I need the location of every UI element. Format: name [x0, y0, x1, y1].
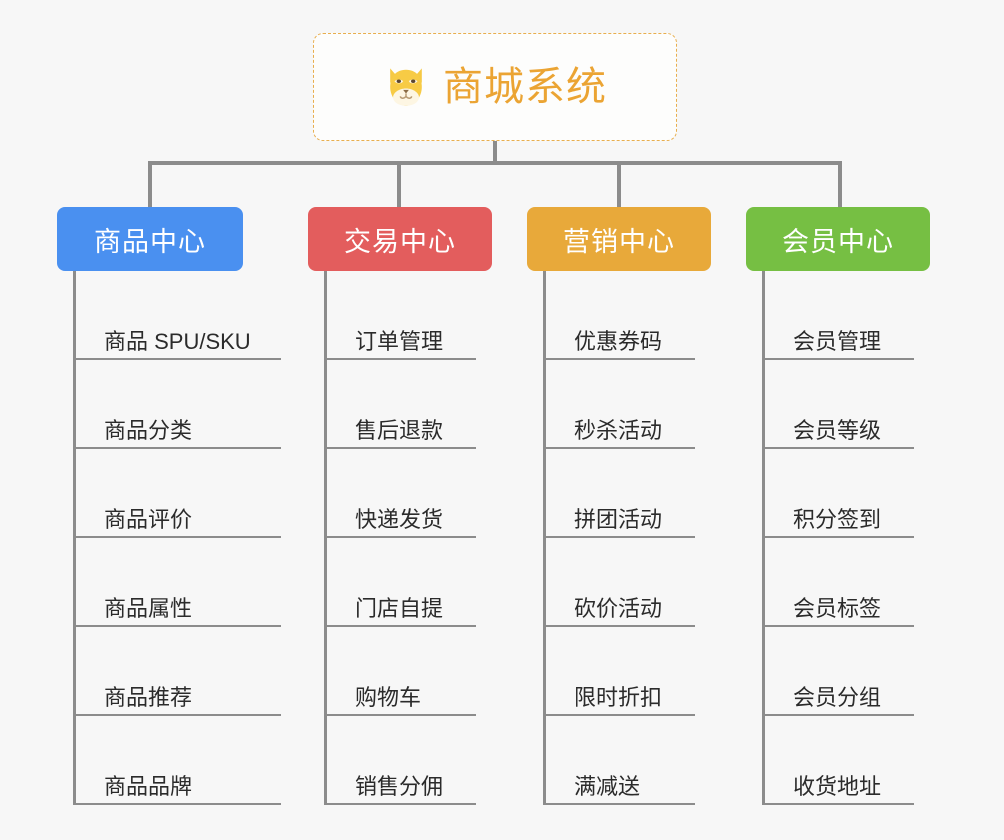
leaf-item[interactable]: 售后退款: [324, 360, 476, 449]
leaf-item-label: 商品属性: [104, 595, 193, 621]
leaf-item[interactable]: 会员等级: [762, 360, 914, 449]
leaf-item-label: 拼团活动: [574, 506, 663, 532]
category-box-trade-center[interactable]: 交易中心: [308, 207, 492, 271]
leaf-item[interactable]: 购物车: [324, 627, 476, 716]
leaf-item-label: 订单管理: [355, 328, 444, 354]
connector-horizontal-bar: [148, 161, 842, 165]
category-box-marketing-center[interactable]: 营销中心: [527, 207, 711, 271]
column-trade-center: 交易中心订单管理售后退款快递发货门店自提购物车销售分佣: [308, 207, 492, 805]
leaf-item[interactable]: 限时折扣: [543, 627, 695, 716]
leaf-item-label: 商品 SPU/SKU: [104, 328, 251, 354]
category-box-product-center[interactable]: 商品中心: [57, 207, 243, 271]
leaf-item[interactable]: 会员管理: [762, 271, 914, 360]
leaf-item-label: 满减送: [574, 773, 641, 799]
root-title: 商城系统: [443, 65, 607, 109]
leaf-item[interactable]: 秒杀活动: [543, 360, 695, 449]
leaf-item-label: 积分签到: [793, 506, 882, 532]
shiba-dog-icon: [390, 68, 422, 106]
leaf-item-label: 限时折扣: [574, 684, 663, 710]
category-label: 会员中心: [782, 226, 894, 257]
leaf-list: 商品 SPU/SKU 商品分类商品评价商品属性商品推荐商品品牌: [73, 271, 281, 805]
leaf-item-label: 会员等级: [793, 417, 882, 443]
leaf-item[interactable]: 会员分组: [762, 627, 914, 716]
leaf-item[interactable]: 商品推荐: [73, 627, 281, 716]
leaf-item-label: 优惠券码: [574, 328, 663, 354]
root-node[interactable]: 商城系统: [313, 33, 677, 141]
column-spine: [762, 271, 765, 805]
connector-drop-1: [148, 161, 152, 208]
leaf-item[interactable]: 商品分类: [73, 360, 281, 449]
leaf-item-label: 会员管理: [793, 328, 882, 354]
leaf-item[interactable]: 满减送: [543, 716, 695, 805]
leaf-item-label: 商品评价: [104, 506, 193, 532]
leaf-item-label: 门店自提: [355, 595, 444, 621]
leaf-item-label: 销售分佣: [355, 773, 444, 799]
category-label: 营销中心: [563, 226, 675, 257]
leaf-item[interactable]: 商品评价: [73, 449, 281, 538]
column-spine: [324, 271, 327, 805]
leaf-item-label: 会员分组: [793, 684, 882, 710]
leaf-item-label: 商品分类: [104, 417, 193, 443]
leaf-item[interactable]: 订单管理: [324, 271, 476, 360]
leaf-item[interactable]: 收货地址: [762, 716, 914, 805]
column-spine: [73, 271, 76, 805]
leaf-item-label: 秒杀活动: [574, 417, 663, 443]
leaf-item[interactable]: 商品属性: [73, 538, 281, 627]
leaf-item-label: 快递发货: [355, 506, 444, 532]
leaf-item-label: 收货地址: [793, 773, 882, 799]
leaf-item[interactable]: 销售分佣: [324, 716, 476, 805]
leaf-item-label: 购物车: [355, 684, 422, 710]
connector-drop-2: [397, 161, 401, 208]
column-spine: [543, 271, 546, 805]
leaf-item[interactable]: 门店自提: [324, 538, 476, 627]
leaf-item[interactable]: 砍价活动: [543, 538, 695, 627]
leaf-item-label: 商品推荐: [104, 684, 193, 710]
column-product-center: 商品中心商品 SPU/SKU 商品分类商品评价商品属性商品推荐商品品牌: [57, 207, 281, 805]
category-label: 交易中心: [344, 226, 456, 257]
column-member-center: 会员中心会员管理会员等级积分签到会员标签会员分组收货地址: [746, 207, 930, 805]
leaf-item-label: 会员标签: [793, 595, 882, 621]
leaf-list: 优惠券码秒杀活动拼团活动砍价活动限时折扣满减送: [543, 271, 695, 805]
leaf-item[interactable]: 会员标签: [762, 538, 914, 627]
leaf-item[interactable]: 优惠券码: [543, 271, 695, 360]
category-label: 商品中心: [94, 226, 206, 257]
column-marketing-center: 营销中心优惠券码秒杀活动拼团活动砍价活动限时折扣满减送: [527, 207, 711, 805]
connector-root-stub: [493, 141, 497, 165]
leaf-item-label: 商品品牌: [104, 773, 193, 799]
category-box-member-center[interactable]: 会员中心: [746, 207, 930, 271]
connector-drop-4: [838, 161, 842, 208]
leaf-list: 订单管理售后退款快递发货门店自提购物车销售分佣: [324, 271, 476, 805]
leaf-item-label: 砍价活动: [574, 595, 663, 621]
connector-drop-3: [617, 161, 621, 208]
leaf-item[interactable]: 商品 SPU/SKU: [73, 271, 281, 360]
leaf-item[interactable]: 快递发货: [324, 449, 476, 538]
leaf-list: 会员管理会员等级积分签到会员标签会员分组收货地址: [762, 271, 914, 805]
leaf-item[interactable]: 积分签到: [762, 449, 914, 538]
leaf-item[interactable]: 商品品牌: [73, 716, 281, 805]
leaf-item[interactable]: 拼团活动: [543, 449, 695, 538]
leaf-item-label: 售后退款: [355, 417, 444, 443]
